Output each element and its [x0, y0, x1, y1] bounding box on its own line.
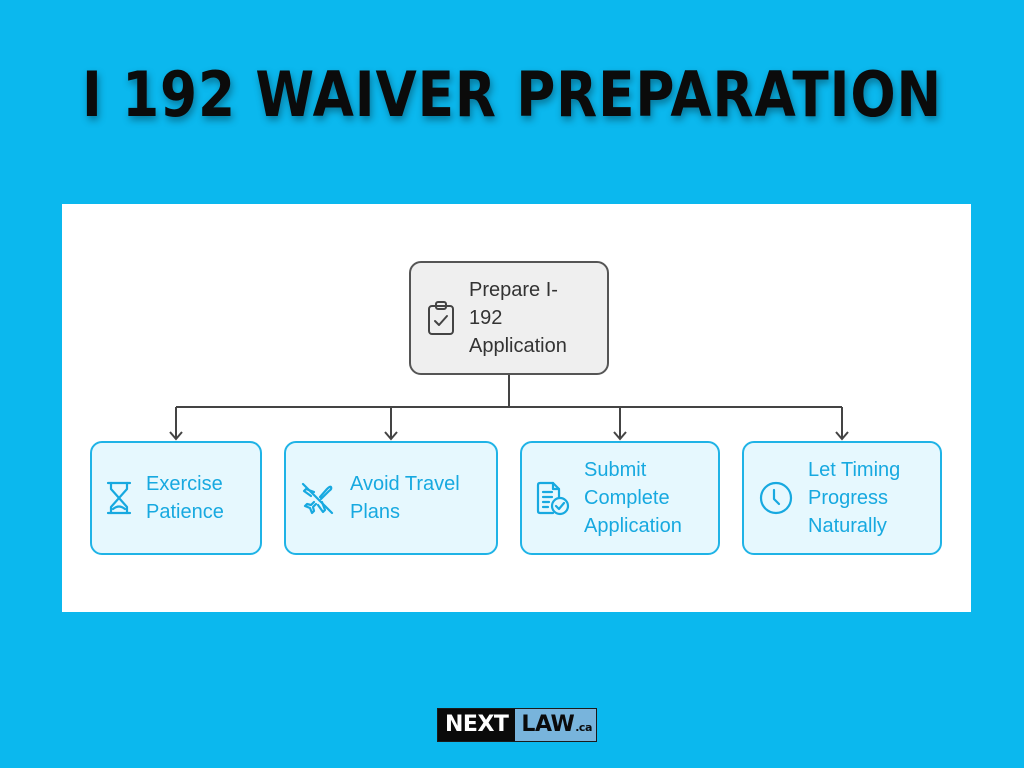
- document-check-icon: [536, 480, 570, 516]
- child-node-exercise-patience: Exercise Patience: [90, 441, 262, 555]
- child-node-label: Let Timing Progress Naturally: [808, 456, 900, 540]
- root-node-label: Prepare I- 192 Application: [469, 276, 567, 360]
- child-label-line: Progress: [808, 487, 889, 509]
- child-label-line: Submit: [584, 459, 647, 481]
- child-node-submit-complete-application: Submit Complete Application: [520, 441, 720, 555]
- child-label-line: Patience: [146, 501, 224, 523]
- child-label-line: Plans: [350, 501, 401, 523]
- child-node-let-timing-progress: Let Timing Progress Naturally: [742, 441, 942, 555]
- connector-lines: [169, 375, 849, 441]
- root-label-line: Prepare I-: [469, 279, 558, 301]
- root-label-line: 192: [469, 307, 503, 329]
- logo-next: NEXT: [438, 709, 516, 741]
- logo-suffix: .ca: [575, 721, 592, 734]
- child-label-line: Avoid Travel: [350, 473, 460, 495]
- hourglass-icon: [106, 480, 132, 516]
- diagram-panel: Prepare I- 192 Application Exercise Pati…: [62, 204, 971, 612]
- nextlaw-logo: NEXT LAW .ca: [437, 708, 597, 742]
- child-label-line: Complete: [584, 487, 670, 509]
- child-label-line: Naturally: [808, 515, 887, 537]
- child-node-label: Submit Complete Application: [584, 456, 682, 540]
- child-label-line: Let Timing: [808, 459, 901, 481]
- child-label-line: Application: [584, 515, 682, 537]
- child-node-label: Avoid Travel Plans: [350, 470, 460, 526]
- root-node-prepare-i192: Prepare I- 192 Application: [409, 261, 609, 375]
- child-node-label: Exercise Patience: [146, 470, 224, 526]
- child-node-avoid-travel-plans: Avoid Travel Plans: [284, 441, 498, 555]
- clock-icon: [758, 480, 794, 516]
- child-label-line: Exercise: [146, 473, 223, 495]
- clipboard-check-icon: [427, 300, 455, 336]
- logo-law: LAW .ca: [515, 709, 596, 741]
- logo-law-text: LAW: [521, 712, 575, 737]
- page-title: I 192 WAIVER PREPARATION: [81, 58, 943, 131]
- plane-off-icon: [300, 480, 336, 516]
- root-label-line: Application: [469, 335, 567, 357]
